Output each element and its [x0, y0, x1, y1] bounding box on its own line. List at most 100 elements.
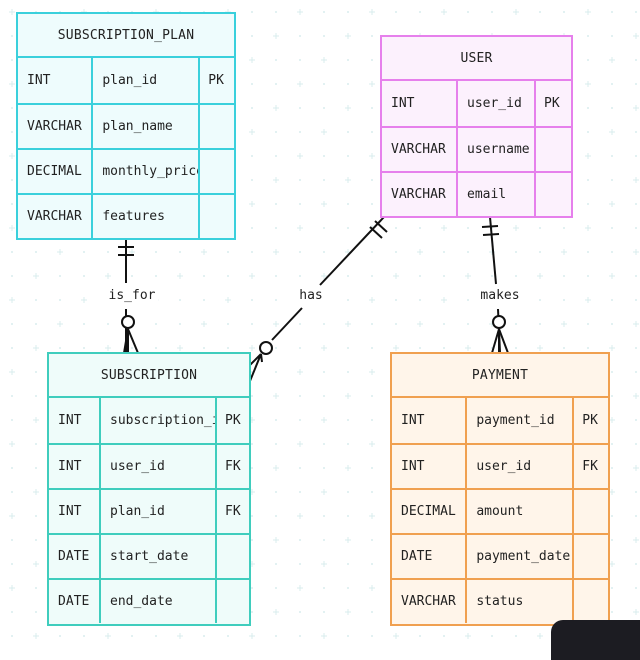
grid-dot	[59, 347, 61, 349]
grid-plus	[585, 297, 591, 303]
grid-plus	[345, 33, 351, 39]
grid-plus	[585, 9, 591, 15]
grid-dot	[611, 539, 613, 541]
is-for-zero-circle	[121, 315, 135, 329]
grid-dot	[419, 635, 421, 637]
grid-plus	[393, 273, 399, 279]
attribute-type: DECIMAL	[401, 504, 456, 519]
grid-plus	[33, 633, 39, 639]
grid-dot	[275, 59, 277, 61]
grid-dot	[275, 419, 277, 421]
grid-dot	[251, 587, 253, 589]
grid-plus	[273, 249, 279, 255]
grid-plus	[609, 201, 615, 207]
grid-dot	[395, 323, 397, 325]
grid-plus	[249, 129, 255, 135]
grid-plus	[633, 177, 639, 183]
grid-dot	[275, 299, 277, 301]
grid-plus	[297, 585, 303, 591]
grid-dot	[275, 83, 277, 85]
grid-dot	[563, 227, 565, 229]
grid-dot	[467, 251, 469, 253]
grid-plus	[105, 633, 111, 639]
grid-plus	[633, 609, 639, 615]
attribute-name: payment_date	[465, 535, 572, 578]
grid-dot	[587, 251, 589, 253]
grid-dot	[611, 587, 613, 589]
grid-dot	[275, 131, 277, 133]
grid-dot	[347, 227, 349, 229]
grid-dot	[467, 227, 469, 229]
grid-dot	[635, 155, 637, 157]
grid-dot	[83, 347, 85, 349]
grid-dot	[323, 11, 325, 13]
grid-dot	[323, 371, 325, 373]
has-zero-circle	[259, 341, 273, 355]
grid-dot	[611, 35, 613, 37]
grid-plus	[273, 393, 279, 399]
attribute-name: subscription_id	[99, 398, 215, 443]
has-line-lower	[271, 307, 303, 341]
grid-dot	[419, 11, 421, 13]
grid-dot	[251, 395, 253, 397]
grid-dot	[371, 59, 373, 61]
grid-plus	[585, 225, 591, 231]
grid-plus	[369, 585, 375, 591]
grid-plus	[321, 489, 327, 495]
entity-subscription[interactable]: SUBSCRIPTIONINTsubscription_idPKINTuser_…	[47, 352, 251, 626]
grid-dot	[371, 107, 373, 109]
attribute-name: status	[465, 580, 572, 623]
grid-dot	[35, 611, 37, 613]
attribute-name: plan_id	[91, 58, 198, 103]
grid-plus	[225, 297, 231, 303]
grid-plus	[105, 273, 111, 279]
grid-dot	[587, 107, 589, 109]
grid-plus	[609, 489, 615, 495]
grid-dot	[611, 395, 613, 397]
grid-dot	[635, 299, 637, 301]
grid-plus	[633, 537, 639, 543]
attribute-key: FK	[215, 490, 249, 533]
grid-dot	[35, 323, 37, 325]
grid-dot	[275, 371, 277, 373]
grid-dot	[515, 323, 517, 325]
grid-plus	[465, 345, 471, 351]
grid-dot	[395, 251, 397, 253]
grid-dot	[299, 107, 301, 109]
grid-plus	[537, 273, 543, 279]
grid-dot	[323, 515, 325, 517]
grid-plus	[297, 513, 303, 519]
grid-dot	[251, 515, 253, 517]
is-for-label: is_for	[105, 288, 159, 304]
grid-dot	[611, 179, 613, 181]
entity-title: SUBSCRIPTION	[49, 354, 249, 398]
grid-dot	[227, 251, 229, 253]
grid-plus	[33, 561, 39, 567]
attribute-type: INT	[401, 413, 425, 428]
grid-dot	[323, 155, 325, 157]
grid-plus	[297, 369, 303, 375]
attribute-key: PK	[534, 81, 571, 126]
grid-plus	[201, 321, 207, 327]
grid-plus	[177, 345, 183, 351]
